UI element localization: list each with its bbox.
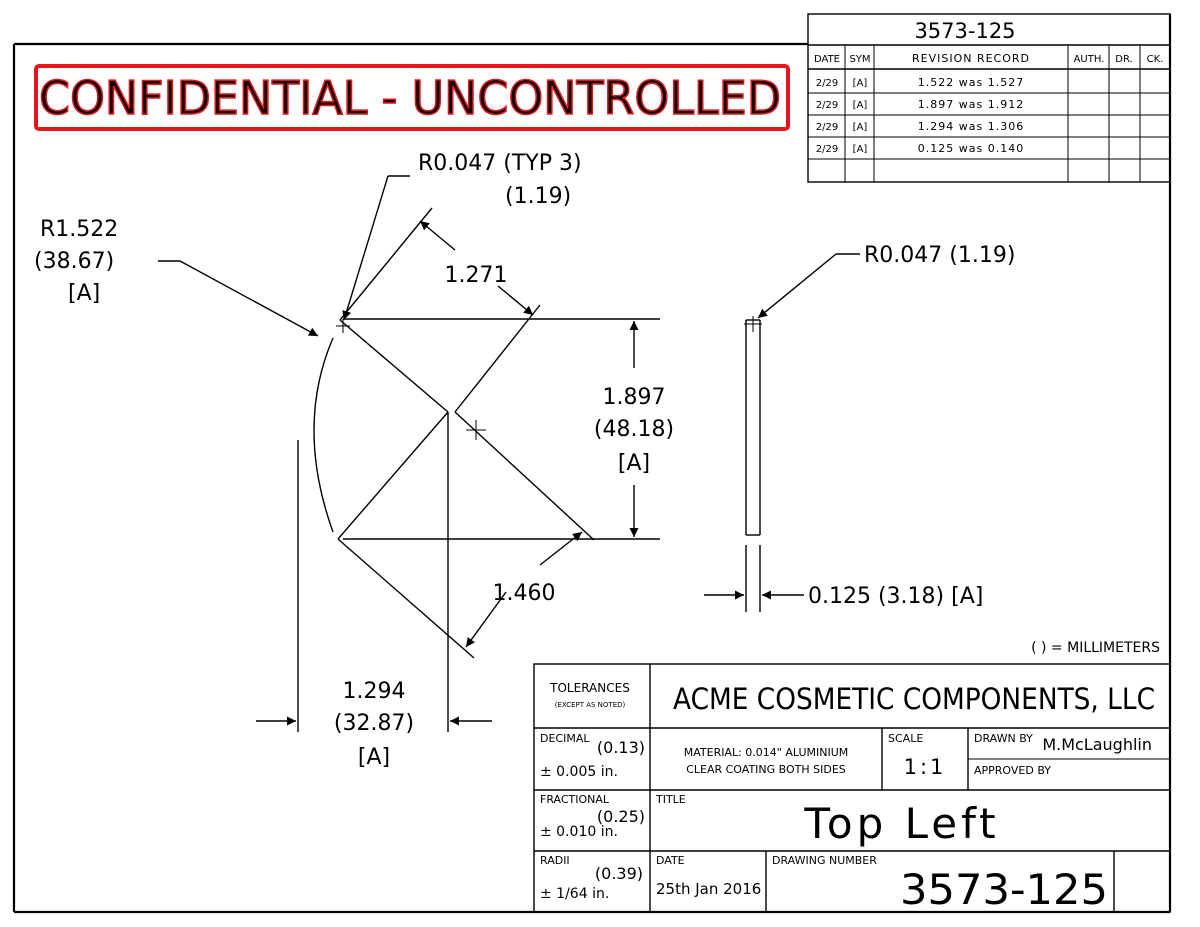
approved-by-label: APPROVED BY <box>974 764 1051 777</box>
date-label: DATE <box>656 854 685 867</box>
dim-width-mm: (32.87) <box>334 711 414 736</box>
dim-corner-radius-mm: (1.19) <box>505 184 571 209</box>
drawing-number-label: DRAWING NUMBER <box>772 854 877 867</box>
revision-header-date: DATE <box>814 54 840 65</box>
revision-row-date: 2/29 <box>816 100 838 111</box>
dimension-top-edge: 1.271 <box>339 207 534 321</box>
material-line-2: CLEAR COATING BOTH SIDES <box>686 763 846 776</box>
title-block: TOLERANCES (EXCEPT AS NOTED) ACME COSMET… <box>533 663 1171 914</box>
revision-row-date: 2/29 <box>816 122 838 133</box>
radii-mm: (0.39) <box>595 864 643 883</box>
dim-big-radius-rev: [A] <box>68 281 100 306</box>
dimension-corner-radius: R0.047 (TYP 3) (1.19) <box>342 151 582 321</box>
dim-bottom-edge-text: 1.460 <box>493 581 556 606</box>
radii-label: RADII <box>540 854 570 867</box>
revision-block: 3573-125 DATE SYM REVISION RECORD AUTH. … <box>807 13 1171 183</box>
dim-big-radius-mm: (38.67) <box>34 249 114 274</box>
fractional-mm: (0.25) <box>597 807 645 826</box>
fractional-label: FRACTIONAL <box>540 793 610 806</box>
revision-row-record: 1.294 was 1.306 <box>918 120 1024 133</box>
dim-height-text: 1.897 <box>603 385 666 410</box>
dim-corner-radius-text: R0.047 (TYP 3) <box>418 151 582 176</box>
dim-thickness-text: 0.125 (3.18) [A] <box>808 584 983 609</box>
revision-row-sym: [A] <box>853 78 868 89</box>
revision-row-date: 2/29 <box>816 144 838 155</box>
revision-drawing-number: 3573-125 <box>914 19 1015 43</box>
dim-side-radius-text: R0.047 (1.19) <box>864 243 1015 268</box>
part-side-view <box>744 316 762 536</box>
decimal-mm: (0.13) <box>597 738 645 757</box>
fractional-tolerance: ± 0.010 in. <box>540 824 618 840</box>
revision-header-ck: CK. <box>1147 54 1164 65</box>
dim-big-radius-text: R1.522 <box>40 217 118 242</box>
revision-row-date: 2/29 <box>816 78 838 89</box>
drawn-by-label: DRAWN BY <box>974 732 1033 745</box>
material-line-1: MATERIAL: 0.014" ALUMINIUM <box>684 746 849 759</box>
title-value: Top Left <box>803 799 999 848</box>
dimension-big-radius: R1.522 (38.67) [A] <box>34 217 319 337</box>
revision-row-record: 1.522 was 1.527 <box>918 76 1024 89</box>
dimension-height: 1.897 (48.18) [A] <box>528 318 674 540</box>
revision-header-auth: AUTH. <box>1074 54 1105 65</box>
dim-height-rev: [A] <box>618 451 650 476</box>
decimal-label: DECIMAL <box>540 732 590 745</box>
dimension-side-radius: R0.047 (1.19) <box>757 243 1015 319</box>
confidential-text: CONFIDENTIAL - UNCONTROLLED <box>39 71 781 125</box>
revision-row-sym: [A] <box>853 144 868 155</box>
revision-row-record: 0.125 was 0.140 <box>918 142 1024 155</box>
dim-top-edge-text: 1.271 <box>445 263 508 288</box>
tolerances-label: TOLERANCES <box>549 681 630 695</box>
except-note: (EXCEPT AS NOTED) <box>555 701 626 709</box>
dimension-width: 1.294 (32.87) [A] <box>256 412 492 770</box>
title-label: TITLE <box>655 793 686 806</box>
revision-row-sym: [A] <box>853 122 868 133</box>
dimension-thickness: 0.125 (3.18) [A] <box>704 545 983 612</box>
decimal-tolerance: ± 0.005 in. <box>540 764 618 780</box>
revision-header-sym: SYM <box>849 54 870 65</box>
scale-label: SCALE <box>888 732 923 745</box>
dim-width-text: 1.294 <box>343 679 406 704</box>
radii-tolerance: ± 1/64 in. <box>540 886 609 902</box>
dim-height-mm: (48.18) <box>594 417 674 442</box>
company-name: ACME COSMETIC COMPONENTS, LLC <box>673 682 1155 716</box>
drawing-number-value: 3573-125 <box>900 865 1108 914</box>
units-note: ( ) = MILLIMETERS <box>1031 640 1160 656</box>
revision-row-sym: [A] <box>853 100 868 111</box>
part-front-view <box>313 304 595 541</box>
dim-width-rev: [A] <box>358 745 390 770</box>
revision-header-record: REVISION RECORD <box>912 52 1030 65</box>
dimension-bottom-edge: 1.460 <box>337 531 583 659</box>
date-value: 25th Jan 2016 <box>656 880 761 898</box>
scale-value: 1:1 <box>904 755 947 779</box>
revision-header-dr: DR. <box>1115 54 1132 65</box>
confidential-stamp: CONFIDENTIAL - UNCONTROLLED <box>34 64 790 131</box>
drawn-by-value: M.McLaughlin <box>1042 735 1152 754</box>
revision-row-record: 1.897 was 1.912 <box>918 98 1024 111</box>
